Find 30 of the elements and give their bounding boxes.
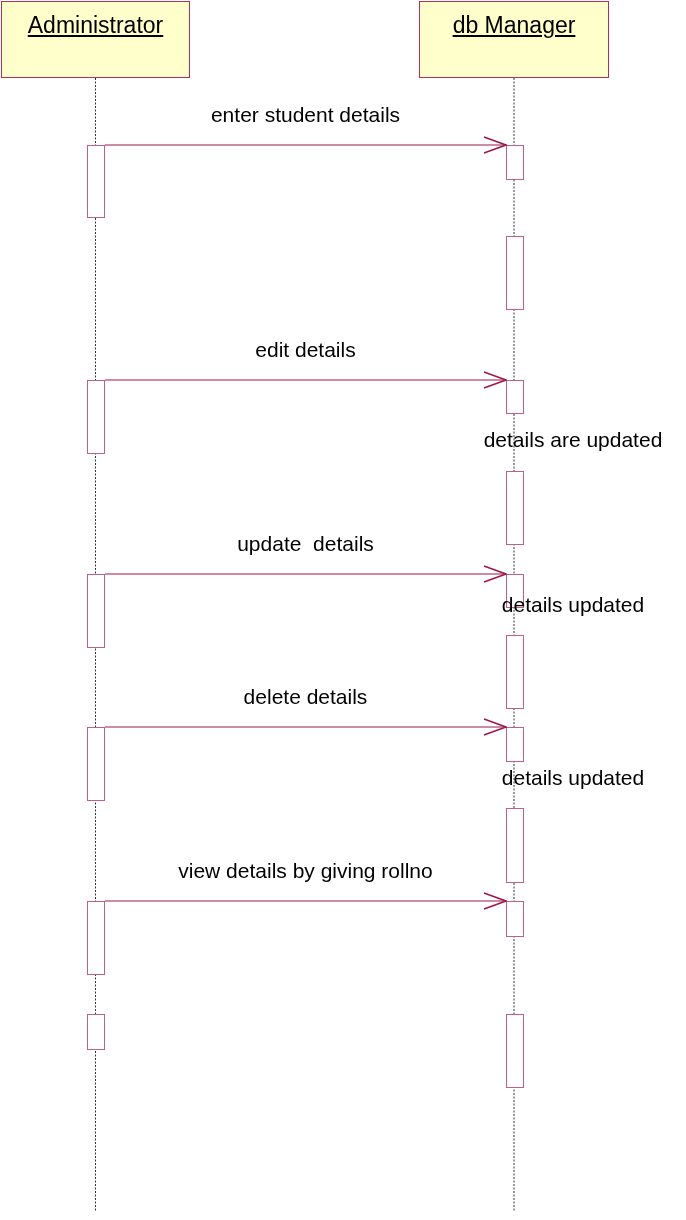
message-arrow [104, 718, 507, 736]
activation-bar [87, 145, 105, 218]
activation-bar [506, 145, 524, 180]
message-label: edit details [255, 338, 356, 362]
activation-bar [506, 808, 524, 883]
activation-bar [506, 380, 524, 414]
message-arrow [104, 371, 507, 389]
lifeline-header: db Manager [419, 1, 609, 78]
activation-bar [506, 901, 524, 937]
activation-bar [87, 574, 105, 648]
lifeline-header: Administrator [1, 1, 190, 78]
return-message-label: details are updated [483, 428, 663, 452]
activation-bar [506, 236, 524, 310]
activation-bar [87, 380, 105, 454]
message-label: update details [237, 532, 374, 556]
activation-bar [506, 1014, 524, 1088]
activation-bar [506, 727, 524, 762]
activation-bar [87, 1014, 105, 1050]
activation-bar [506, 471, 524, 545]
return-message-label: details updated [501, 593, 645, 617]
message-arrow [104, 892, 507, 910]
activation-bar [87, 901, 105, 975]
message-label: view details by giving rollno [178, 859, 433, 883]
message-label: delete details [243, 685, 368, 709]
return-message-label: details updated [501, 766, 645, 790]
activation-bar [506, 635, 524, 709]
message-arrow [104, 136, 507, 154]
activation-bar [87, 727, 105, 801]
message-label: enter student details [210, 103, 401, 127]
message-arrow [104, 565, 507, 583]
